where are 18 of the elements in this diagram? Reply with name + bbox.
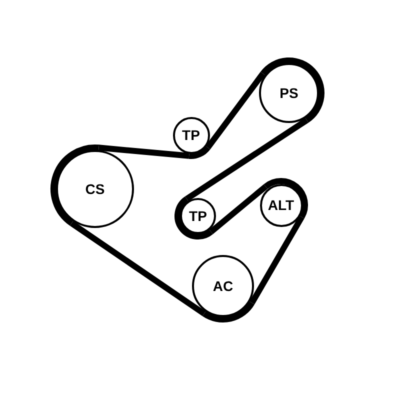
pulley-label: CS [85,182,105,196]
belt-segment [98,144,190,159]
pulley-circle [259,63,319,123]
belt-segment [205,72,266,150]
pulley-label: ALT [268,198,294,212]
pulley-label: PS [280,86,298,100]
belt-segment [249,216,304,304]
pulley-label: TP [182,128,200,142]
pulley-circle [180,198,216,234]
pulley-circle [172,116,210,154]
pulley-circle [192,255,254,317]
belt-segment [185,118,308,202]
belt-segment [70,220,206,316]
pulley-circle [260,184,302,226]
pulley-circle [56,150,134,228]
pulley-label: AC [212,279,234,293]
belt-segment [209,184,268,234]
pulley-label: TP [189,209,207,223]
